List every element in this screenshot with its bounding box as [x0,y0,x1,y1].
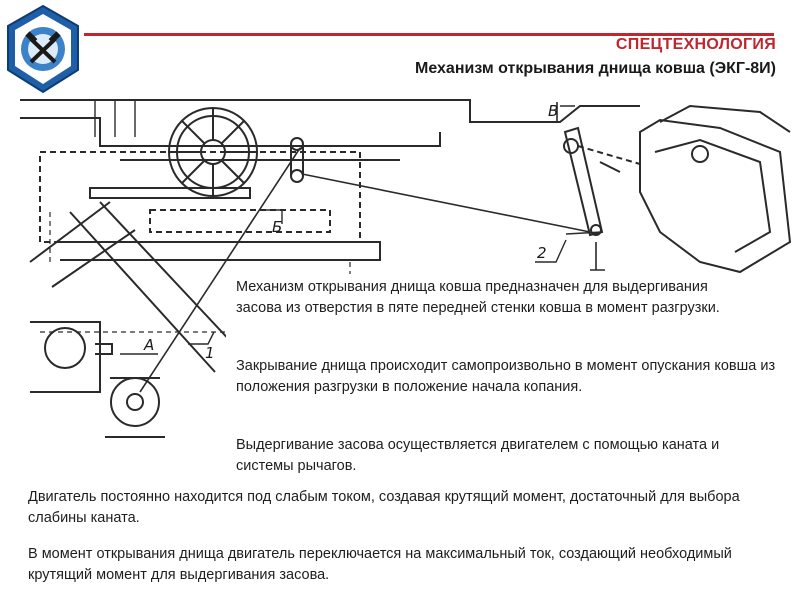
callout-1: 1 [205,344,215,362]
paragraph-low-current: Двигатель постоянно находится под слабым… [28,489,740,526]
label-mark-a: А [143,336,154,354]
page-title: Механизм открывания днища ковша (ЭКГ-8И) [415,60,776,77]
brand-title: СПЕЦТЕХНОЛОГИЯ [615,36,776,53]
paragraph-drive: Выдергивание засова осуществляется двига… [236,437,720,474]
mechanism-drawing: В В Б А 1 2 [20,99,792,438]
header-divider [84,33,774,36]
callout-2: 2 [537,244,547,262]
university-logo [7,4,79,94]
paragraph-max-current: В момент открывания днища двигатель пере… [28,546,732,583]
label-mark-b: Б [272,218,282,236]
paragraph-closing: Закрывание днища происходит самопроизвол… [236,358,776,395]
label-section-v-top: В [548,102,558,120]
paragraph-purpose: Механизм открывания днища ковша предназн… [236,279,720,316]
text-background [226,274,782,480]
